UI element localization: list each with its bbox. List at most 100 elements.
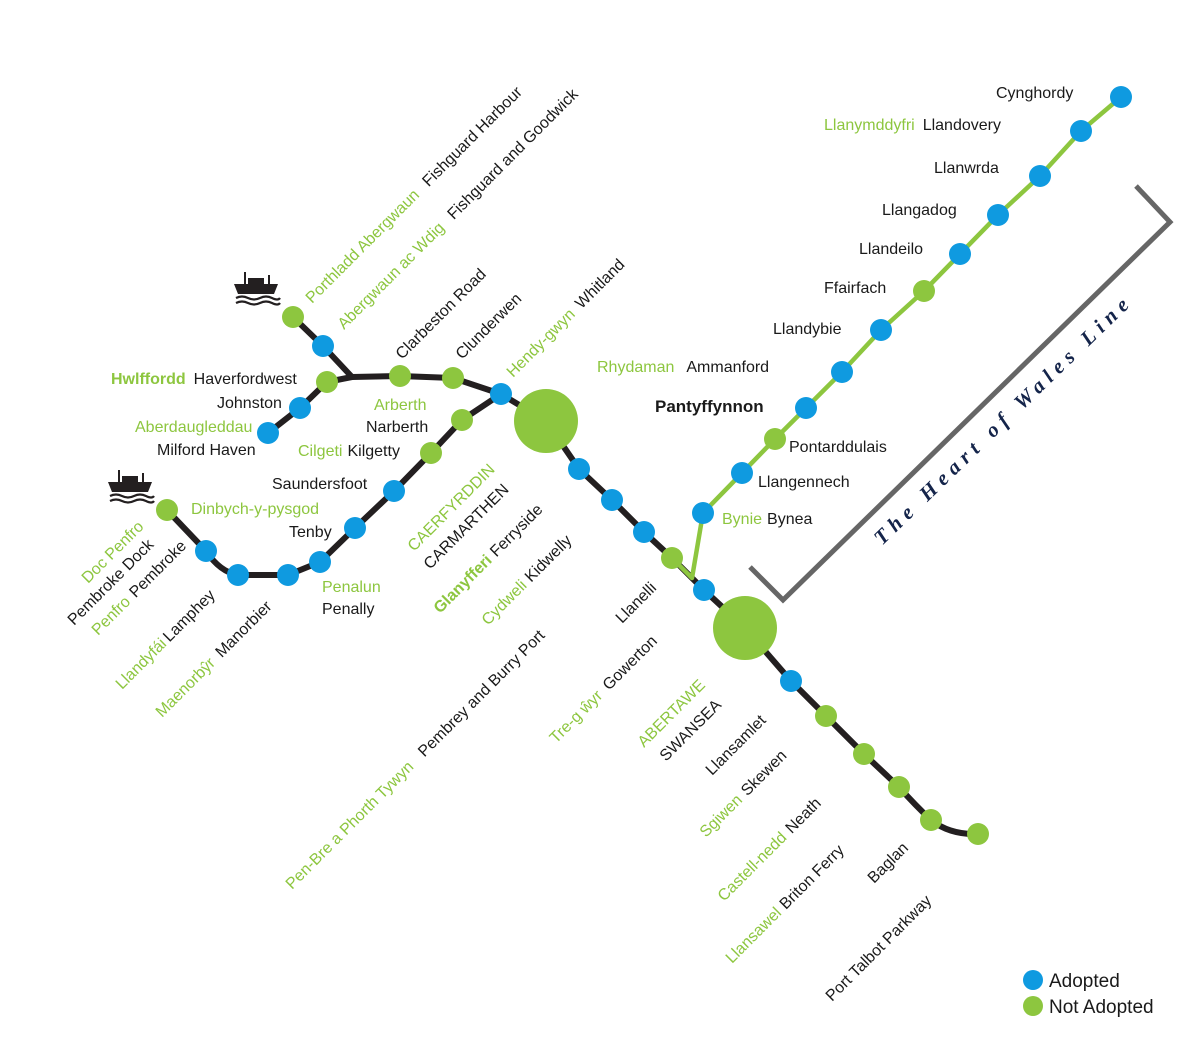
legend-not-adopted-swatch (1023, 996, 1043, 1016)
station-dot[interactable] (442, 367, 464, 389)
station-dot[interactable] (568, 458, 590, 480)
station-dot[interactable] (420, 442, 442, 464)
welsh-name: Sgiwen (697, 792, 746, 841)
station-dot[interactable] (780, 670, 802, 692)
english-name: Narberth (366, 419, 428, 436)
english-name: Haverfordwest (194, 371, 298, 388)
welsh-name: Aberdaugleddau (135, 419, 252, 436)
english-name: Bynea (767, 511, 812, 528)
station-dot[interactable] (344, 517, 366, 539)
station-dot[interactable] (713, 596, 777, 660)
station-dot[interactable] (282, 306, 304, 328)
tracks (164, 94, 1124, 838)
station-labels: Porthladd AbergwaunFishguard Harbour Abe… (65, 83, 1074, 1004)
station-dot[interactable] (1110, 86, 1132, 108)
station-dot[interactable] (514, 389, 578, 453)
welsh-name: Pen-Bre a Phorth Tywyn (283, 758, 417, 892)
welsh-name: Maenorbŷr (153, 654, 220, 721)
station-label: Hwlffordd Haverfordwest (111, 371, 297, 388)
english-name: Whitland (572, 256, 628, 312)
station-dot[interactable] (257, 422, 279, 444)
station-dot[interactable] (795, 397, 817, 419)
welsh-name: Hwlffordd (111, 371, 186, 388)
english-name: Llandovery (923, 117, 1001, 134)
welsh-name: Arberth (374, 397, 426, 414)
station-dot[interactable] (831, 361, 853, 383)
heart-of-wales-bracket (748, 184, 1174, 604)
welsh-name: Llansawel (723, 904, 785, 966)
english-name: Port Talbot Parkway (823, 892, 935, 1004)
station-dot[interactable] (764, 428, 786, 450)
welsh-name: Hendy-gwyn (504, 306, 579, 381)
station-dots (156, 86, 1132, 845)
english-name: Ffairfach (824, 280, 886, 297)
station-dot[interactable] (1070, 120, 1092, 142)
welsh-name: Dinbych-y-pysgod (191, 501, 319, 518)
english-name: Llandeilo (859, 241, 923, 258)
station-dot[interactable] (949, 243, 971, 265)
welsh-name: Cydweli (479, 577, 531, 629)
station-dot[interactable] (853, 743, 875, 765)
english-name: Penally (322, 601, 374, 618)
english-name: Saundersfoot (272, 476, 368, 493)
station-label: Bynie Bynea (722, 511, 813, 528)
english-name: Pantyffynnon (655, 397, 764, 416)
station-dot[interactable] (156, 499, 178, 521)
english-name: Johnston (217, 395, 282, 412)
ship-icon (108, 470, 155, 504)
english-name: Llangadog (882, 202, 957, 219)
station-dot[interactable] (277, 564, 299, 586)
welsh-name: Porthladd Abergwaun (303, 187, 423, 307)
station-dot[interactable] (815, 705, 837, 727)
english-name: Ammanford (686, 359, 769, 376)
ship-icon (234, 272, 281, 306)
english-name: Llanelli (613, 580, 660, 627)
welsh-name: Llandyfái (113, 636, 170, 693)
english-name: Baglan (865, 840, 912, 887)
legend-adopted-swatch (1023, 970, 1043, 990)
station-label: Cilgeti Kilgetty (298, 443, 400, 460)
station-label: Rhydaman Ammanford (597, 359, 769, 376)
station-dot[interactable] (661, 547, 683, 569)
station-dot[interactable] (316, 371, 338, 393)
station-dot[interactable] (987, 204, 1009, 226)
station-dot[interactable] (913, 280, 935, 302)
legend: Adopted Not Adopted (1023, 970, 1154, 1018)
station-label: Porthladd AbergwaunFishguard Harbour (303, 83, 526, 306)
station-dot[interactable] (289, 397, 311, 419)
english-name: Briton Ferry (777, 842, 848, 913)
station-dot[interactable] (227, 564, 249, 586)
station-dot[interactable] (920, 809, 942, 831)
english-name: Lamphey (160, 587, 219, 646)
welsh-name: Cilgeti (298, 443, 342, 460)
station-dot[interactable] (692, 502, 714, 524)
station-dot[interactable] (870, 319, 892, 341)
station-dot[interactable] (312, 335, 334, 357)
station-dot[interactable] (888, 776, 910, 798)
english-name: Ferryside (487, 501, 546, 560)
welsh-name: Rhydaman (597, 359, 674, 376)
english-name: Kilgetty (347, 443, 399, 460)
welsh-name: Bynie (722, 511, 762, 528)
station-dot[interactable] (633, 521, 655, 543)
english-name: Skewen (738, 747, 790, 799)
station-dot[interactable] (693, 579, 715, 601)
station-dot[interactable] (383, 480, 405, 502)
station-dot[interactable] (451, 409, 473, 431)
station-dot[interactable] (601, 489, 623, 511)
english-name: Milford Haven (157, 442, 256, 459)
station-dot[interactable] (195, 540, 217, 562)
legend-adopted-label: Adopted (1049, 971, 1120, 992)
station-dot[interactable] (731, 462, 753, 484)
english-name: Fishguard Harbour (419, 83, 526, 190)
station-dot[interactable] (389, 365, 411, 387)
station-dot[interactable] (309, 551, 331, 573)
station-dot[interactable] (490, 383, 512, 405)
english-name: Pontarddulais (789, 439, 887, 456)
station-dot[interactable] (1029, 165, 1051, 187)
english-name: Cynghordy (996, 85, 1073, 102)
station-dot[interactable] (967, 823, 989, 845)
english-name: Manorbier (213, 598, 276, 661)
